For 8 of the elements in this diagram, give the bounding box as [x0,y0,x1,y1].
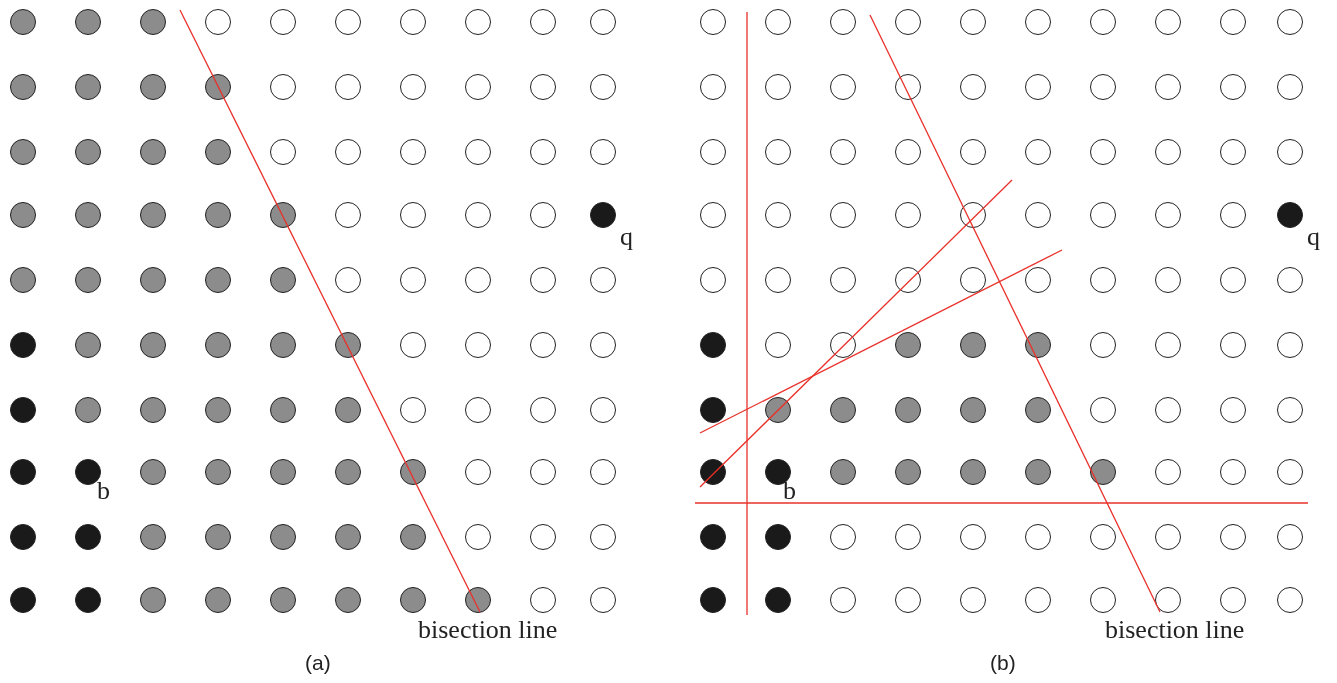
line-label: bisection line [418,617,558,643]
point-label: b [783,478,796,504]
point-label: q [1307,224,1320,250]
panel-label: (b) [990,652,1016,673]
line-label: bisection line [1105,617,1245,643]
point-label: q [620,224,633,250]
panel-label: (a) [305,652,331,673]
point-label: b [97,478,110,504]
